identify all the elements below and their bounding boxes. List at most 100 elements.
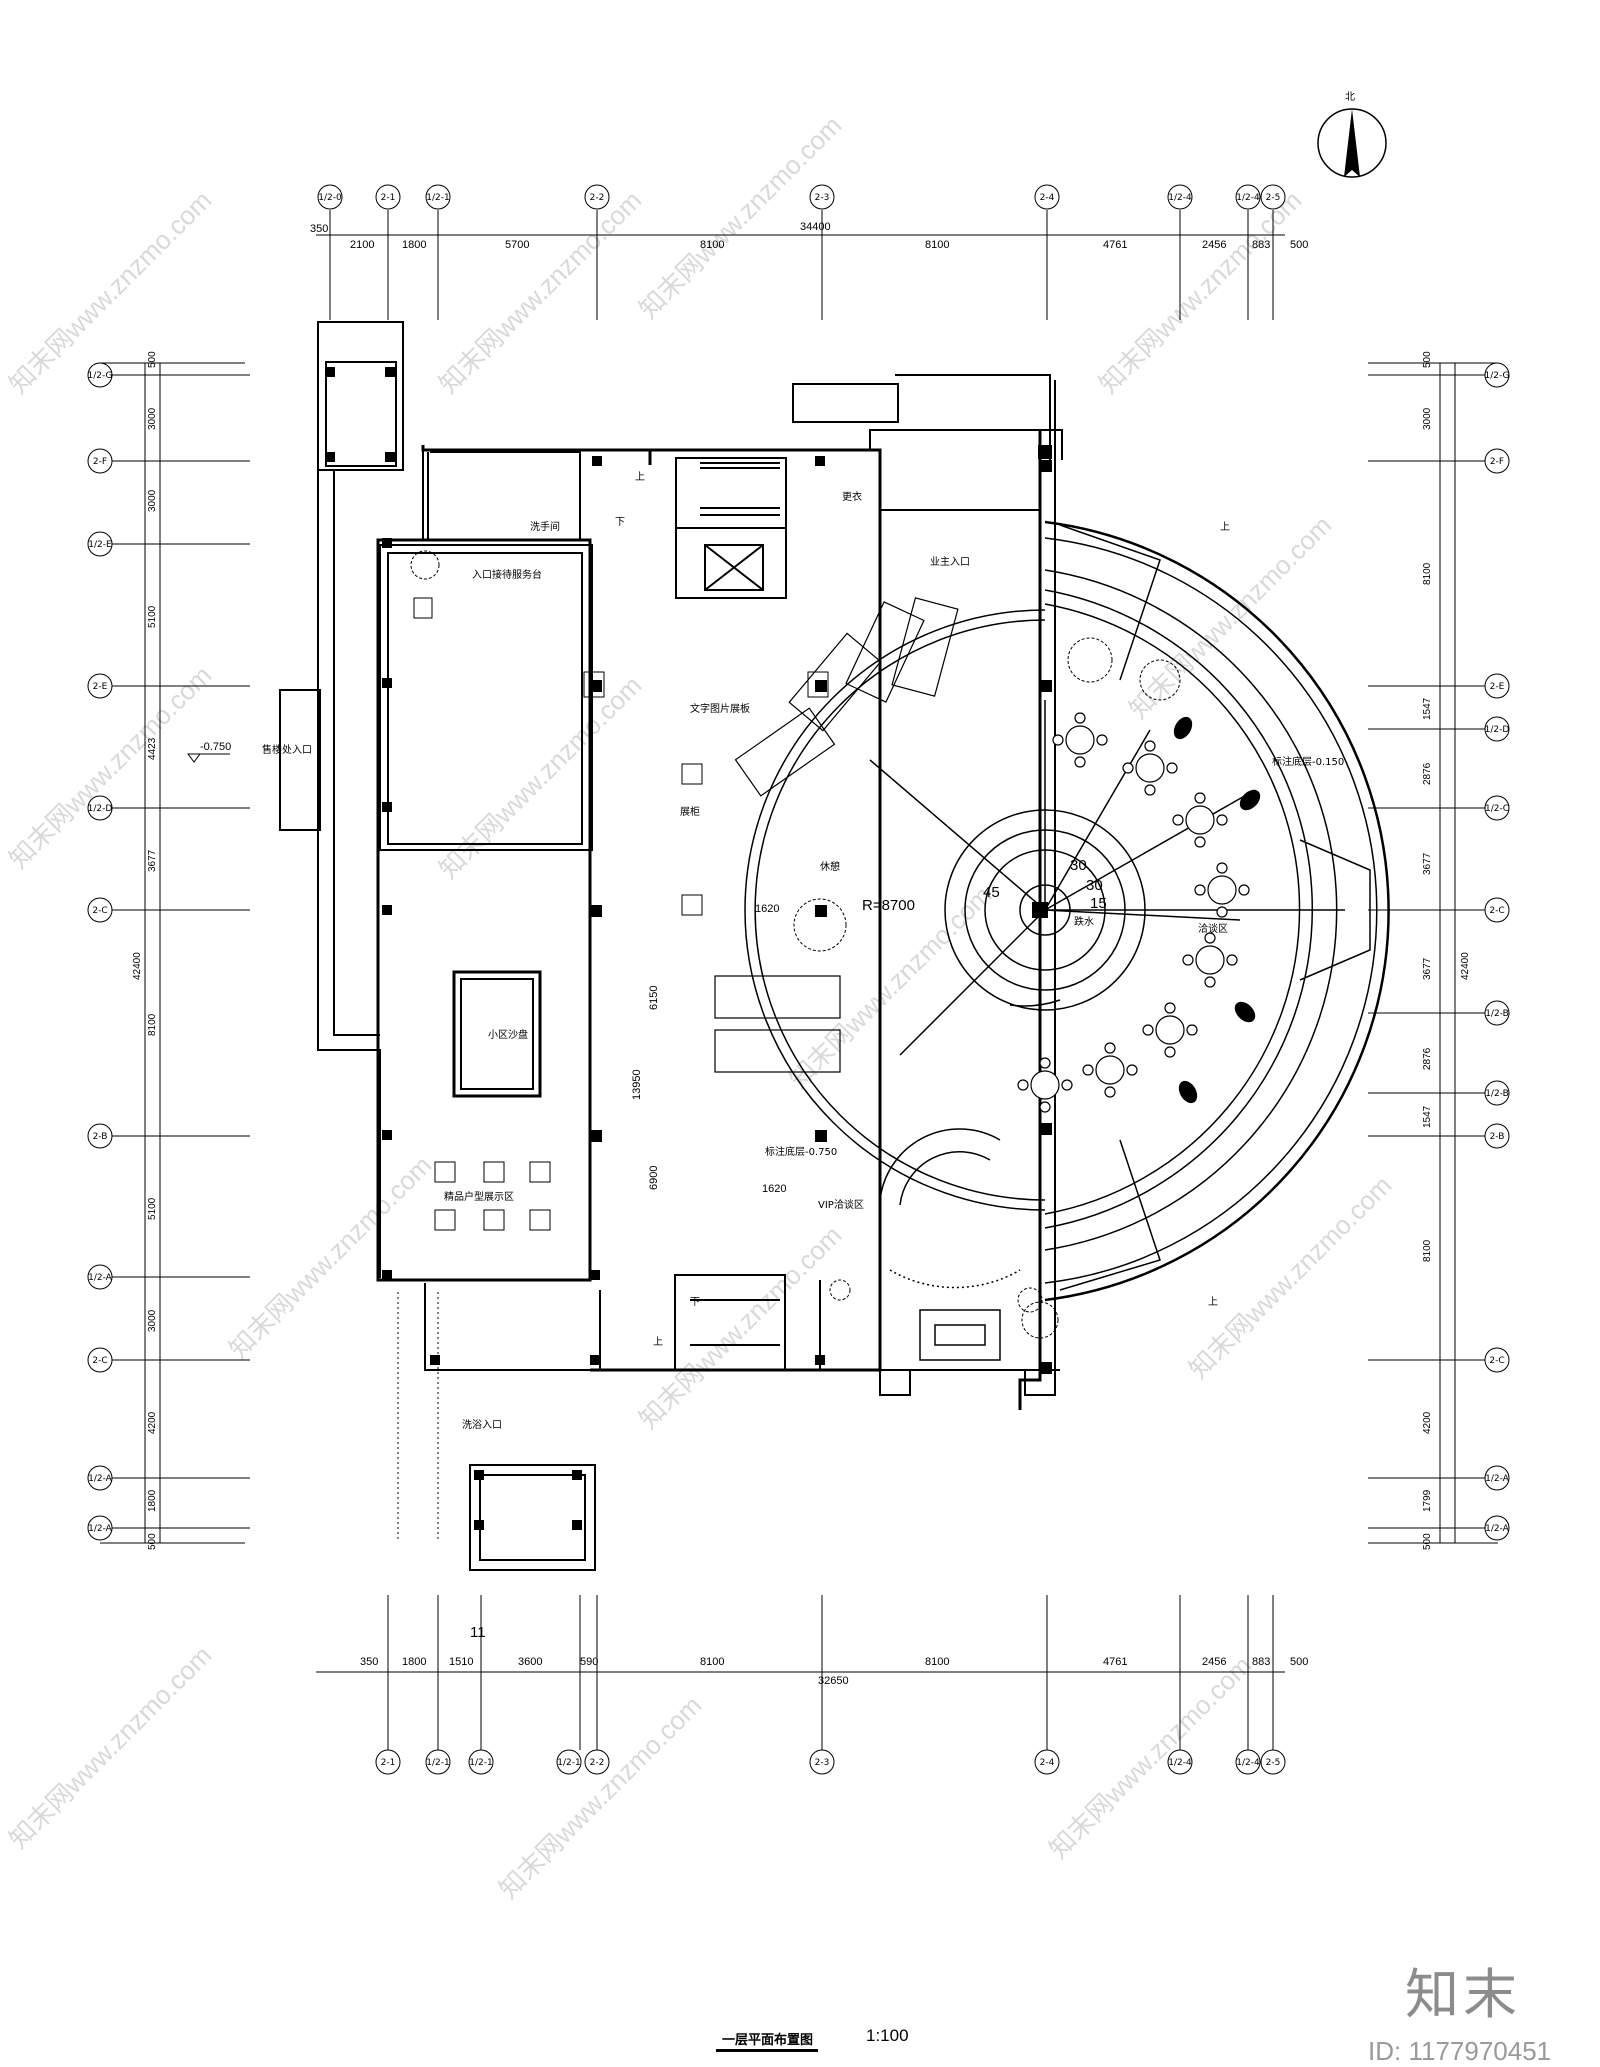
axis-bubble: 1/2-1	[468, 1595, 494, 1775]
axis-label: 1/2-A	[1485, 1524, 1510, 1534]
dim-text: 1799	[1422, 1489, 1433, 1512]
dim-text: 350	[310, 223, 328, 235]
axis-label: 1/2-4	[1236, 193, 1260, 203]
axis-label: 1/2-1	[557, 1758, 580, 1768]
vip-area	[879, 1128, 1021, 1361]
dim-text: 883	[1252, 239, 1270, 251]
axis-label: 2-B	[93, 1132, 108, 1142]
label-sales-entrance: 售楼处入口	[262, 743, 312, 756]
axis-bubble: 1/2-4	[1167, 184, 1193, 320]
axis-bubble: 2-E	[87, 673, 250, 699]
axis-label: 2-5	[1266, 1758, 1281, 1768]
dim-text: 350	[360, 1656, 378, 1668]
axis-label: 2-F	[1490, 457, 1504, 467]
axis-label: 1/2-B	[1485, 1089, 1509, 1099]
axis-label: 2-E	[93, 682, 108, 692]
label-office-entrance: 洗浴入口	[462, 1419, 502, 1431]
axis-label: 1/2-D	[88, 804, 113, 814]
watermark: 知末网www.znzmo.com	[1093, 185, 1307, 399]
axis-label: 1/2-A	[88, 1524, 113, 1534]
dim-text: 500	[147, 351, 158, 368]
bottom-dimensions: 350 1800 1510 3600 590 8100 8100 4761 24…	[360, 1656, 1308, 1687]
dim-text: 883	[1252, 1656, 1270, 1668]
dim-text: 4761	[1103, 239, 1127, 251]
dim-text: 1547	[1422, 697, 1433, 720]
axis-bubble: 1/2-G	[87, 362, 250, 388]
table-set	[1182, 932, 1238, 988]
north-arrow: 北	[1317, 91, 1387, 178]
axis-bubble: 1/2-C	[1368, 795, 1510, 821]
dim-text: 3677	[1422, 852, 1433, 875]
dim-text: 8100	[925, 1656, 949, 1668]
room-labels: 售楼处入口 洗手间 入口接待服务台 文字图片展板 小区沙盘 展柜 精品户型展示区…	[262, 471, 1344, 1431]
label-up: 上	[635, 471, 645, 483]
round-tables	[1017, 712, 1250, 1113]
label-down: 下	[615, 517, 625, 528]
axis-label: 1/2-A	[1485, 1474, 1510, 1484]
axis-bubble: 1/2-4	[1167, 1595, 1193, 1775]
dimension-lines	[100, 234, 1498, 1673]
dim-text: 3600	[518, 1656, 542, 1668]
dim-total: 42400	[132, 952, 143, 980]
label-down: 下	[690, 1297, 700, 1308]
dim-text: 5100	[147, 1197, 158, 1220]
drawing-title: 一层平面布置图	[722, 2033, 814, 2048]
axis-label: 1/2-G	[87, 371, 112, 381]
table-set	[1172, 792, 1228, 848]
axis-bubble: 1/2-A	[1368, 1515, 1510, 1541]
axis-label: 1/2-G	[1484, 371, 1509, 381]
dim-text: 590	[580, 1656, 598, 1668]
right-dimensions: 500 3000 8100 1547 2876 3677 3677 2876 1…	[1422, 351, 1471, 1550]
axis-label: 2-C	[92, 1356, 107, 1366]
bottom-axis-row: 2-1 1/2-1 1/2-1 1/2-1 2-2 2-3 2-4 1/2-4 …	[375, 1595, 1286, 1775]
dim-text: 1800	[147, 1489, 158, 1512]
axis-label: 2-3	[815, 1758, 830, 1768]
level-marker: -0.750	[187, 741, 231, 763]
north-label: 北	[1345, 91, 1355, 103]
sheet-border	[397, 1292, 439, 1540]
axis-label: 1/2-1	[469, 1758, 492, 1768]
dim-text: 1510	[449, 1656, 473, 1668]
axis-bubble: 2-2	[584, 1595, 610, 1775]
dim-text: 8100	[1422, 1239, 1433, 1262]
dim-text: 8100	[700, 1656, 724, 1668]
label-leisure: 休憩	[820, 860, 840, 873]
watermark: 知末网www.znzmo.com	[1183, 1170, 1397, 1384]
dim-text: 8100	[1422, 562, 1433, 585]
brand-logo: 知末	[1405, 1963, 1521, 2026]
label-products: 精品户型展示区	[444, 1190, 514, 1203]
dim-text: 1800	[402, 1656, 426, 1668]
label-up: 上	[1208, 1296, 1218, 1308]
axis-bubble: 1/2-A	[87, 1465, 250, 1491]
dim-text: 2456	[1202, 1656, 1226, 1668]
label-vip: VIP洽谈区	[818, 1198, 864, 1211]
dim-text: 4423	[147, 737, 158, 760]
table-set	[1052, 712, 1108, 768]
dim-text: 3677	[147, 849, 158, 872]
top-dimensions: 350 2100 1800 5700 8100 8100 4761 2456 8…	[310, 221, 1308, 251]
axis-bubble: 1/2-D	[1368, 716, 1510, 742]
axis-label: 2-C	[1489, 1356, 1504, 1366]
label-text-display: 文字图片展板	[690, 702, 750, 715]
axis-bubble: 2-4	[1034, 1595, 1060, 1775]
table-set	[1142, 1002, 1198, 1058]
drawing-scale: 1:100	[866, 2026, 909, 2045]
dim-text: 2100	[350, 239, 374, 251]
axis-bubble: 2-2	[584, 184, 610, 320]
axis-bubble: 2-E	[1368, 673, 1510, 699]
axis-bubble: 1/2-D	[87, 795, 250, 821]
axis-bubble: 1/2-4	[1235, 184, 1261, 320]
note-11: 11	[470, 1624, 486, 1641]
table-set	[1194, 862, 1250, 918]
axis-bubble: 1/2-4	[1235, 1595, 1261, 1775]
watermark: 知末网www.znzmo.com	[493, 1690, 707, 1904]
axis-bubble: 2-5	[1260, 1595, 1286, 1775]
dim-total: 34400	[800, 221, 831, 233]
axis-label: 2-C	[92, 906, 107, 916]
axis-label: 2-1	[381, 193, 396, 203]
table-set	[1122, 740, 1178, 796]
axis-label: 2-1	[381, 1758, 396, 1768]
dim-text: 3000	[147, 1309, 158, 1332]
watermark: 知末网www.znzmo.com	[633, 110, 847, 324]
